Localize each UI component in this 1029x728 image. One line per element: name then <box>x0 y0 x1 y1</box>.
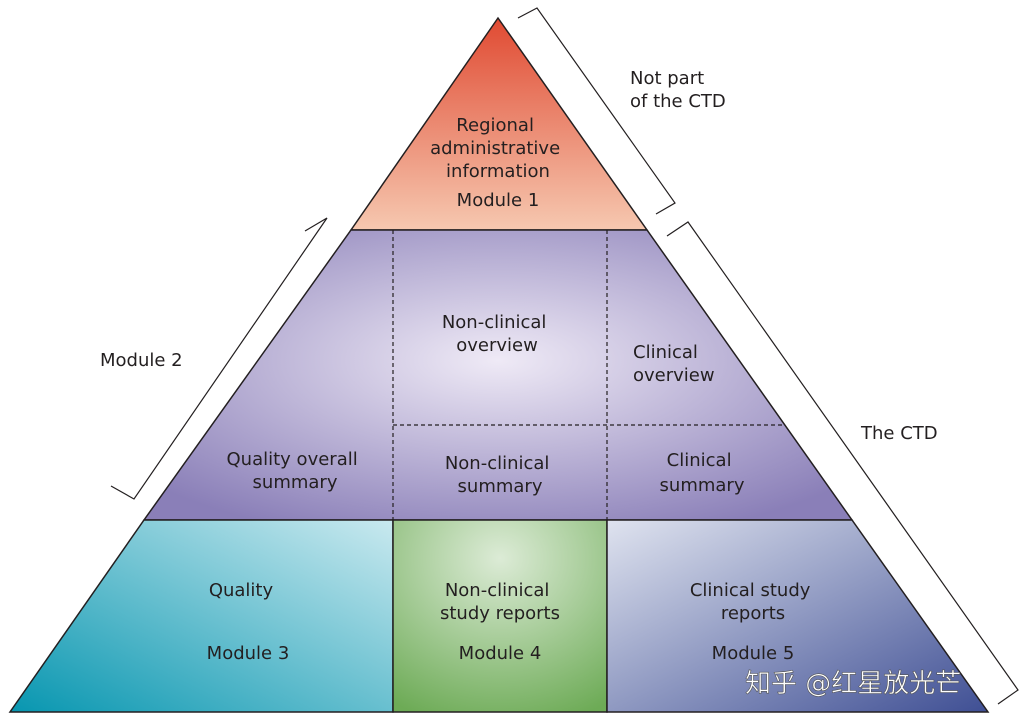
nonclinical-overview-line-1: Non-clinical <box>442 312 547 333</box>
module4-line-2: study reports <box>440 603 560 624</box>
the-ctd-bracket <box>666 221 1019 705</box>
nonclinical-summary-text: Non-clinical summary <box>445 453 555 497</box>
module1-line-1: Regional <box>456 115 534 136</box>
quality-overall-summary-text: Quality overall summary <box>227 449 364 493</box>
module1-label: Module 1 <box>457 190 540 211</box>
clinical-overview-line-1: Clinical <box>633 342 698 363</box>
clinical-summary-line-1: Clinical <box>667 450 732 471</box>
module4-line-1: Non-clinical <box>445 580 550 601</box>
module3-description: Quality <box>209 580 274 601</box>
not-part-label: Not part of the CTD <box>630 68 726 112</box>
nonclinical-summary-line-1: Non-clinical <box>445 453 550 474</box>
nonclinical-overview-text: Non-clinical overview <box>442 312 552 356</box>
nonclinical-summary-line-2: summary <box>458 476 543 497</box>
module3-tier <box>8 519 394 713</box>
not-part-bracket <box>517 7 676 215</box>
clinical-overview-text: Clinical overview <box>633 342 715 386</box>
the-ctd-label: The CTD <box>860 423 938 444</box>
nonclinical-overview-line-2: overview <box>456 335 538 356</box>
not-part-line-2: of the CTD <box>630 91 726 112</box>
clinical-overview-line-2: overview <box>633 365 715 386</box>
qos-line-1: Quality overall <box>227 449 358 470</box>
module4-label: Module 4 <box>459 643 542 664</box>
not-part-line-1: Not part <box>630 68 704 89</box>
module1-description: Regional administrative information <box>430 115 566 182</box>
module1-line-2: administrative <box>430 138 560 159</box>
module4-description: Non-clinical study reports <box>440 580 560 624</box>
module5-tier <box>606 519 990 713</box>
module5-line-2: reports <box>721 603 785 624</box>
watermark-text: 知乎 @红星放光芒 <box>745 669 961 699</box>
module5-label: Module 5 <box>712 643 795 664</box>
clinical-summary-line-2: summary <box>660 475 745 496</box>
module2-bracket <box>110 217 328 500</box>
module2-dividers <box>392 230 785 520</box>
module3-label: Module 3 <box>207 643 290 664</box>
qos-line-2: summary <box>253 472 338 493</box>
module5-description: Clinical study reports <box>690 580 816 624</box>
module5-line-1: Clinical study <box>690 580 811 601</box>
module2-bracket-label: Module 2 <box>100 350 183 371</box>
clinical-summary-text: Clinical summary <box>660 450 745 496</box>
module1-line-3: information <box>446 161 550 182</box>
module4-tier <box>392 519 608 713</box>
